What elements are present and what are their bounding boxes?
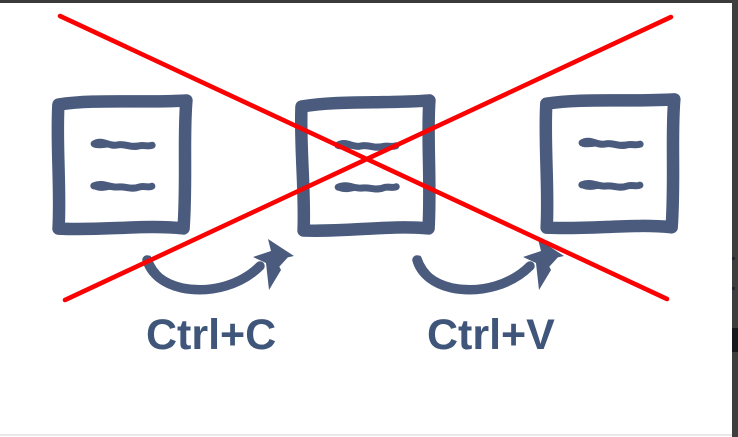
edge-tick <box>732 257 735 260</box>
cross-line-up <box>62 14 674 303</box>
cross-line-down <box>57 13 670 302</box>
document-icon-right <box>545 99 676 231</box>
prohibition-cross-icon <box>57 13 674 303</box>
edge-dark-block <box>732 328 738 352</box>
copy-arrow-icon <box>147 239 294 290</box>
document-icon-middle <box>301 100 433 232</box>
window-right-edge <box>732 0 738 437</box>
bottom-divider <box>0 434 732 436</box>
copy-shortcut-label: Ctrl+C <box>146 311 277 359</box>
edge-tick <box>732 287 735 290</box>
window-top-border <box>0 0 738 3</box>
paste-arrow-icon <box>417 239 564 290</box>
paste-shortcut-label: Ctrl+V <box>427 311 555 359</box>
document-icon-left <box>57 100 189 232</box>
